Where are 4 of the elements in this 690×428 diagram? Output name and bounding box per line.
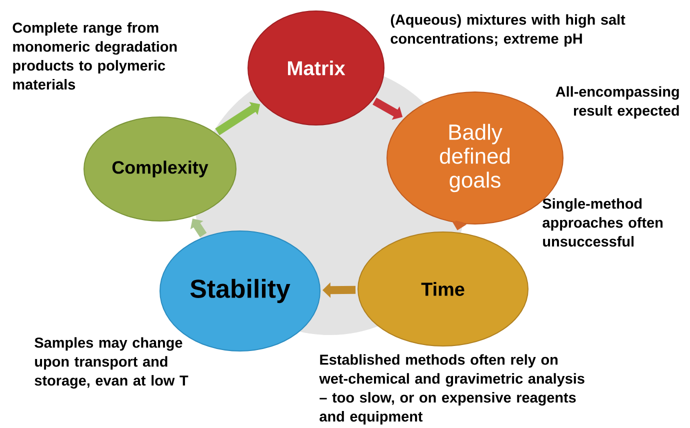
description-text: Established methods often rely on wet-chemical and gravimetric analysis – too slow, or on expensive reagents and equipment xyxy=(319,354,584,424)
arrow xyxy=(190,218,207,238)
description-text: (Aqueous) mixtures with high salt concentrations; extreme pH xyxy=(390,14,626,47)
description-text: Complete range from monomeric degradation products to polymeric materials xyxy=(12,22,177,90)
